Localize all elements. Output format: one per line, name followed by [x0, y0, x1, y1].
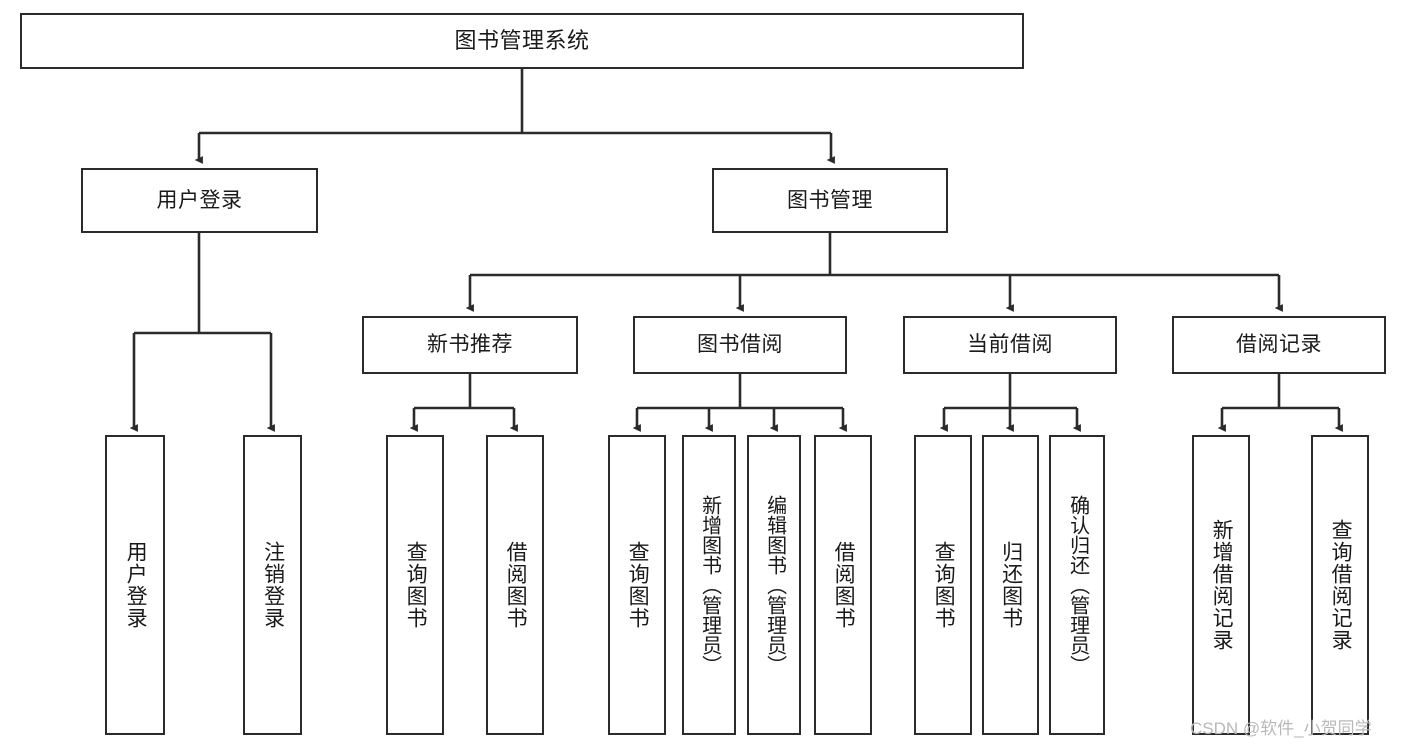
- node-label: 当前借阅: [967, 333, 1053, 357]
- node-label: 借阅图书: [832, 541, 856, 629]
- node-label: 查询图书: [404, 541, 428, 629]
- leaf-query-book-current[interactable]: 查询图书: [914, 435, 972, 735]
- node-label: 编辑图书（管理员）: [763, 495, 786, 675]
- node-label: 新增图书（管理员）: [698, 495, 721, 675]
- node-root-system[interactable]: 图书管理系统: [20, 13, 1024, 69]
- leaf-add-book-admin[interactable]: 新增图书（管理员）: [682, 435, 736, 735]
- node-label: 新增借阅记录: [1210, 519, 1234, 651]
- node-new-book-recommendation[interactable]: 新书推荐: [362, 316, 578, 374]
- node-label: 图书管理: [787, 188, 873, 212]
- node-label: 查询图书: [626, 541, 650, 629]
- node-label: 归还图书: [999, 541, 1023, 629]
- node-borrow-record[interactable]: 借阅记录: [1172, 316, 1386, 374]
- node-label: 借阅图书: [504, 541, 528, 629]
- node-label: 确认归还（管理员）: [1066, 495, 1089, 675]
- node-label: 借阅记录: [1236, 333, 1322, 357]
- node-label: 注销登录: [261, 541, 285, 629]
- node-label: 查询借阅记录: [1329, 519, 1353, 651]
- node-label: 用户登录: [124, 541, 148, 629]
- leaf-query-borrow-record[interactable]: 查询借阅记录: [1311, 435, 1369, 735]
- leaf-edit-book-admin[interactable]: 编辑图书（管理员）: [747, 435, 801, 735]
- node-label: 新书推荐: [427, 333, 513, 357]
- leaf-query-book-borrow[interactable]: 查询图书: [608, 435, 666, 735]
- node-current-borrow[interactable]: 当前借阅: [903, 316, 1117, 374]
- node-book-management[interactable]: 图书管理: [712, 168, 948, 233]
- leaf-return-book[interactable]: 归还图书: [982, 435, 1039, 735]
- leaf-confirm-return-admin[interactable]: 确认归还（管理员）: [1049, 435, 1105, 735]
- node-label: 图书管理系统: [454, 27, 590, 53]
- leaf-query-book-recommendation[interactable]: 查询图书: [386, 435, 444, 735]
- node-book-borrow[interactable]: 图书借阅: [633, 316, 847, 374]
- node-label: 图书借阅: [697, 333, 783, 357]
- leaf-user-logout[interactable]: 注销登录: [243, 435, 302, 735]
- csdn-watermark: CSDN @软件_小贺同学: [1190, 719, 1372, 738]
- node-user-login[interactable]: 用户登录: [81, 168, 318, 233]
- leaf-user-login[interactable]: 用户登录: [105, 435, 165, 735]
- leaf-borrow-book[interactable]: 借阅图书: [814, 435, 872, 735]
- node-label: 用户登录: [156, 188, 243, 212]
- leaf-add-borrow-record[interactable]: 新增借阅记录: [1192, 435, 1250, 735]
- node-label: 查询图书: [932, 541, 956, 629]
- leaf-borrow-book-recommendation[interactable]: 借阅图书: [486, 435, 544, 735]
